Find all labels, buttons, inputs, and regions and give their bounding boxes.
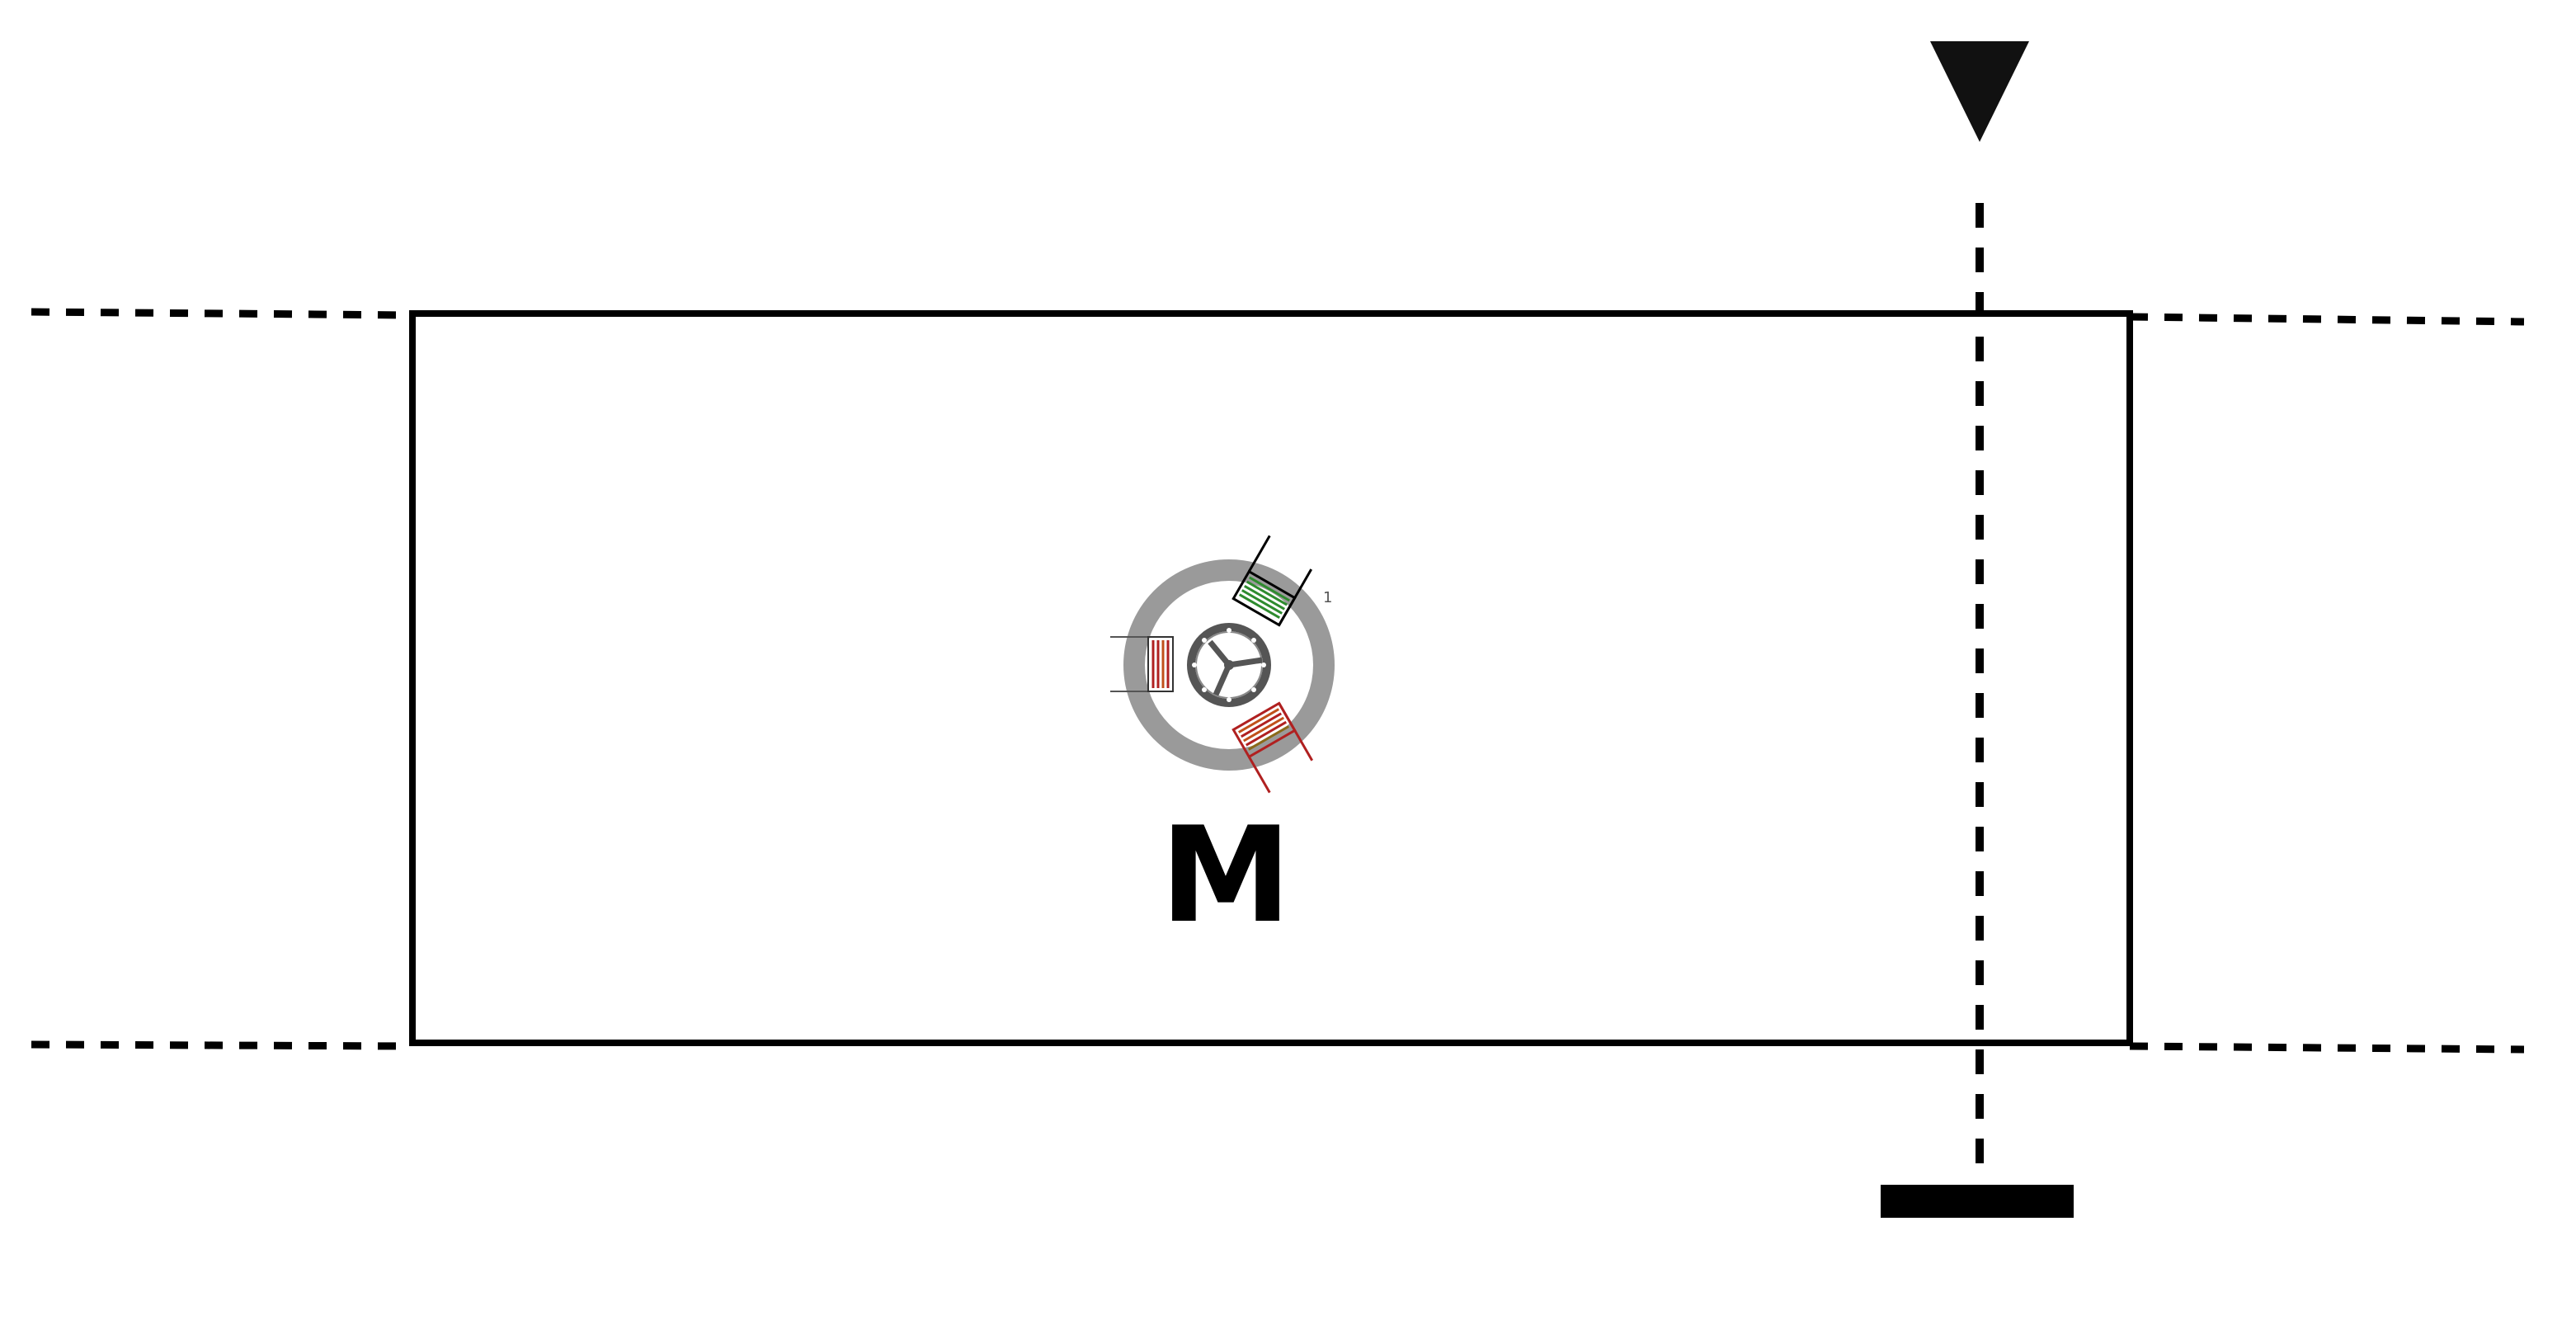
coil-bottom-right-icon [1231, 701, 1314, 794]
left-top-dotted-line [31, 308, 413, 319]
phase-number-label: 1 [1323, 589, 1332, 606]
coil-left-icon [1110, 636, 1174, 692]
component-box [409, 310, 2133, 1046]
coil-top-right-icon [1231, 535, 1313, 627]
stepper-motor-icon: 1 [1110, 535, 1335, 794]
motor-label: M [1160, 798, 1291, 952]
rotor-wheel-icon [1187, 623, 1271, 707]
ground-bar-icon [1881, 1185, 2074, 1218]
triangle-down-icon [1930, 41, 2029, 142]
stator-ring [1123, 559, 1335, 771]
left-bottom-dotted-line [31, 1040, 413, 1050]
right-bottom-dotted-line [2129, 1042, 2525, 1054]
right-top-dotted-line [2129, 313, 2525, 326]
